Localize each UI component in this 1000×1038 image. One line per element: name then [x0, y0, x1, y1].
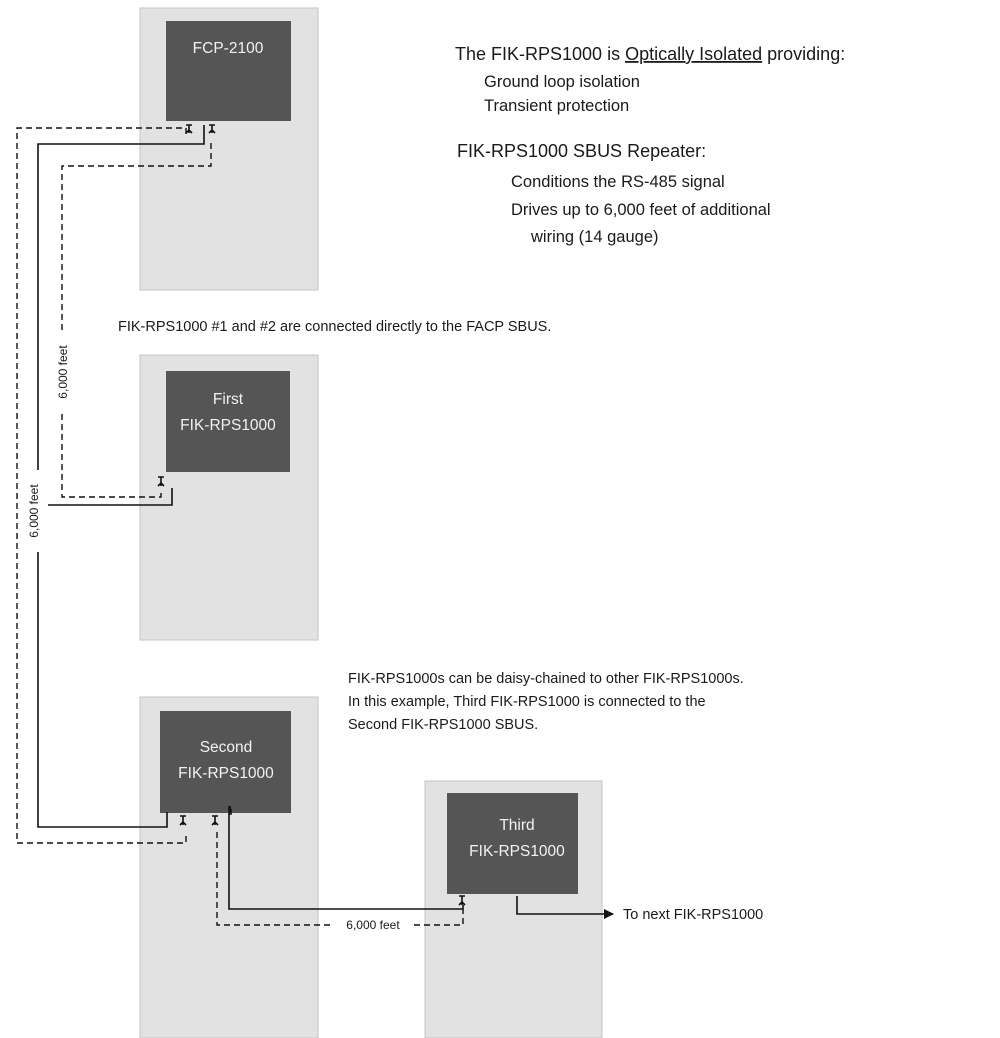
daisy-chain-note-line1: FIK-RPS1000s can be daisy-chained to oth…	[348, 671, 744, 687]
panel-terminals	[185, 124, 216, 134]
distance-label-bg-2	[24, 470, 48, 552]
to-next-wire	[516, 896, 614, 919]
distance-label-bg-1	[50, 330, 74, 412]
first-repeater-unit	[166, 371, 290, 472]
third-repeater-label-line2: FIK-RPS1000	[469, 843, 565, 860]
panel-to-first-dashed-wire	[61, 143, 212, 498]
third-repeater-terminal	[458, 895, 466, 906]
panel-unit	[166, 21, 291, 121]
third-repeater-unit	[447, 793, 578, 894]
isolation-title-emphasis: Optically Isolated	[625, 44, 762, 64]
second-repeater-unit	[160, 711, 291, 813]
second-to-third-wire	[228, 814, 464, 910]
first-repeater-label-line2: FIK-RPS1000	[180, 417, 276, 434]
next-repeater-label: To next FIK-RPS1000	[623, 907, 763, 923]
isolation-title: The FIK-RPS1000 is Optically Isolated pr…	[455, 44, 845, 64]
daisy-chain-note-line2: In this example, Third FIK-RPS1000 is co…	[348, 694, 706, 710]
panel-to-second-dashed-wire	[16, 127, 187, 844]
second-repeater-terminals	[179, 815, 219, 826]
isolation-item-2: Transient protection	[484, 97, 629, 115]
repeater-item-3: wiring (14 gauge)	[530, 228, 659, 246]
third-repeater-label-line1: Third	[499, 817, 534, 834]
distance-panel-to-first: 6,000 feet	[56, 345, 70, 399]
first-branch-wire	[38, 488, 173, 506]
repeater-title: FIK-RPS1000 SBUS Repeater:	[457, 141, 706, 161]
direct-connection-note: FIK-RPS1000 #1 and #2 are connected dire…	[118, 319, 551, 335]
distance-second-to-third: 6,000 feet	[346, 918, 400, 932]
first-repeater-terminal	[157, 476, 165, 487]
repeater-item-2: Drives up to 6,000 feet of additional	[511, 201, 771, 219]
panel-label: FCP-2100	[193, 40, 264, 57]
distance-panel-to-second: 6,000 feet	[27, 484, 41, 538]
second-repeater-label-line2: FIK-RPS1000	[178, 765, 274, 782]
second-repeater-label-line1: Second	[200, 739, 253, 756]
isolation-item-1: Ground loop isolation	[484, 73, 640, 91]
daisy-chain-note-line3: Second FIK-RPS1000 SBUS.	[348, 717, 538, 733]
distance-label-bg-3	[333, 916, 413, 934]
repeater-item-1: Conditions the RS-485 signal	[511, 173, 725, 191]
first-repeater-label-line1: First	[213, 391, 244, 408]
